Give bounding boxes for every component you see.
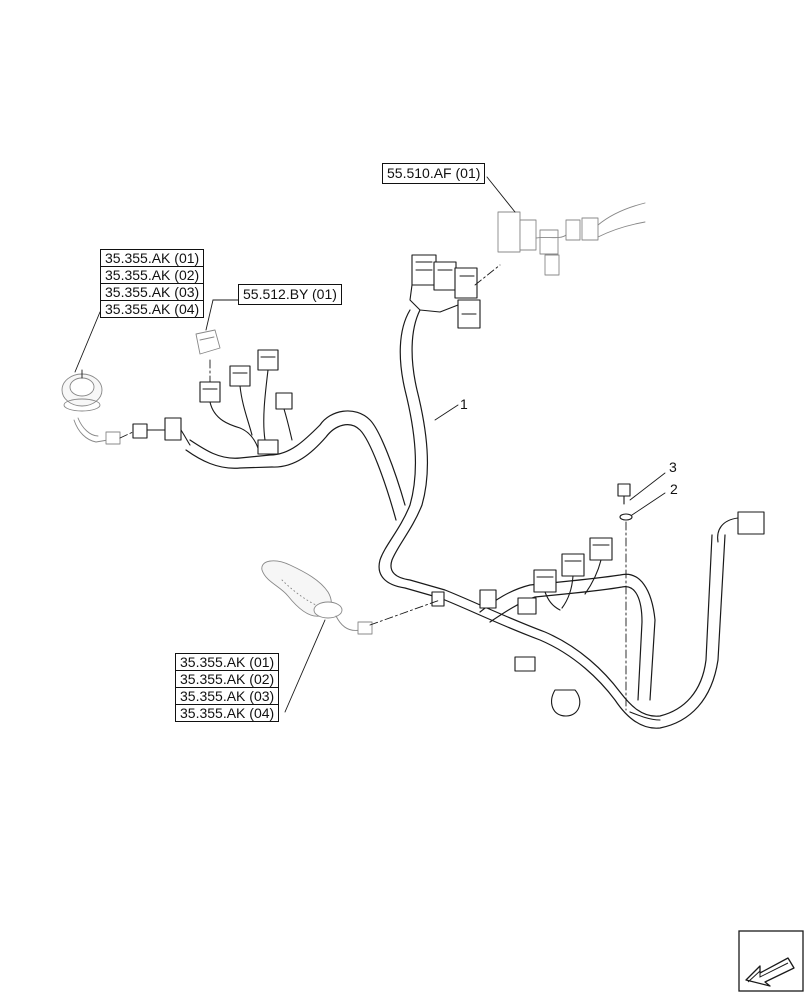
- reference-item[interactable]: 35.355.AK (03): [176, 688, 279, 705]
- reference-item[interactable]: 35.355.AK (01): [101, 250, 204, 267]
- callout-harness: 1: [460, 396, 468, 412]
- joystick-handle: [261, 560, 373, 635]
- switch-connector-cluster: [199, 349, 293, 455]
- alignment-lines: [81, 264, 627, 711]
- reference-item[interactable]: 35.355.AK (04): [180, 705, 275, 721]
- reference-item[interactable]: 35.355.AK (04): [105, 301, 200, 317]
- reference-box-main-connector[interactable]: 55.510.AF (01): [382, 163, 486, 184]
- reference-item[interactable]: 35.355.AK (03): [101, 284, 204, 301]
- reference-item[interactable]: 35.355.AK (01): [176, 654, 279, 671]
- rotary-knob: [61, 373, 121, 445]
- reference-box-switch[interactable]: 55.512.BY (01): [238, 284, 342, 305]
- leader-lines: [74, 176, 666, 713]
- reference-connector-assembly: [497, 202, 646, 276]
- middle-connector-cluster: [431, 537, 613, 615]
- top-connector-block: [409, 254, 481, 329]
- reference-item[interactable]: 35.355.AK (02): [176, 671, 279, 688]
- left-connectors: [132, 417, 191, 446]
- lower-clips: [514, 511, 765, 721]
- reference-item[interactable]: 35.355.AK (02): [101, 267, 204, 284]
- callout-bolt: 3: [669, 459, 677, 475]
- rocker-switch: [195, 329, 221, 355]
- bolt-and-washer: [617, 483, 633, 521]
- reference-stack-joystick: 35.355.AK (01) 35.355.AK (02) 35.355.AK …: [175, 653, 280, 722]
- callout-washer: 2: [670, 481, 678, 497]
- next-page-arrow-icon[interactable]: [738, 930, 804, 992]
- reference-stack-knob: 35.355.AK (01) 35.355.AK (02) 35.355.AK …: [100, 249, 205, 318]
